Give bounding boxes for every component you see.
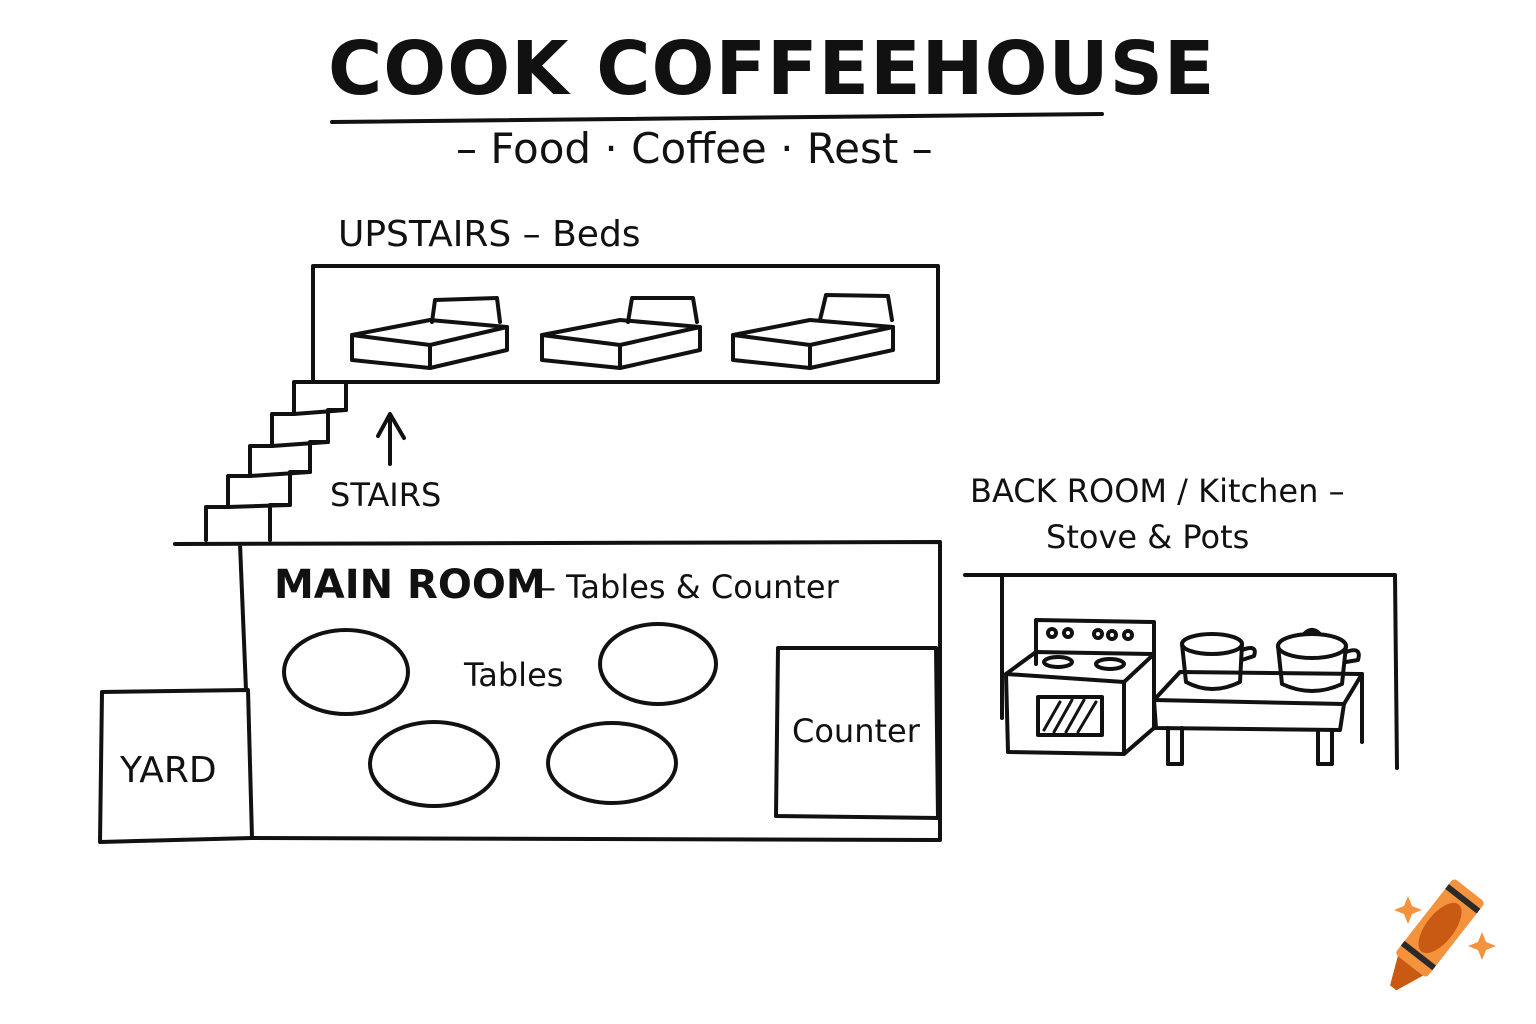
pot-icon xyxy=(1180,632,1257,691)
table-icon xyxy=(282,628,410,716)
title-underline xyxy=(330,112,1104,124)
counter-label: Counter xyxy=(792,712,920,750)
tables-label: Tables xyxy=(464,656,564,694)
bed-icon xyxy=(540,296,702,370)
prep-table xyxy=(1152,670,1364,766)
table-icon xyxy=(368,720,500,808)
table-icon xyxy=(598,622,718,706)
back-room-sublabel: Stove & Pots xyxy=(1046,518,1250,556)
page-subtitle: – Food · Coffee · Rest – xyxy=(456,124,933,173)
main-room-sublabel: – Tables & Counter xyxy=(540,568,839,606)
page-title: COOK COFFEEHOUSE xyxy=(328,26,1216,112)
stove-icon xyxy=(1004,618,1156,756)
bed-icon xyxy=(350,296,509,370)
pot-icon xyxy=(1276,628,1361,693)
back-room-label: BACK ROOM / Kitchen – xyxy=(970,472,1345,510)
yard xyxy=(98,688,254,844)
main-room xyxy=(173,540,942,842)
main-room-label: MAIN ROOM xyxy=(274,562,546,608)
crayon-icon xyxy=(1390,879,1484,991)
upstairs-label: UPSTAIRS – Beds xyxy=(338,214,641,255)
bed-icon xyxy=(731,293,895,370)
arrow-up-icon xyxy=(376,412,406,466)
yard-label: YARD xyxy=(120,750,217,791)
counter xyxy=(774,646,940,820)
upstairs-room xyxy=(311,264,940,384)
sparkle-icon xyxy=(1394,896,1422,924)
sparkle-icon xyxy=(1468,932,1496,960)
stairs-icon xyxy=(204,380,348,542)
back-room xyxy=(963,573,1399,770)
stairs-label: STAIRS xyxy=(330,476,442,514)
table-icon xyxy=(546,721,678,805)
